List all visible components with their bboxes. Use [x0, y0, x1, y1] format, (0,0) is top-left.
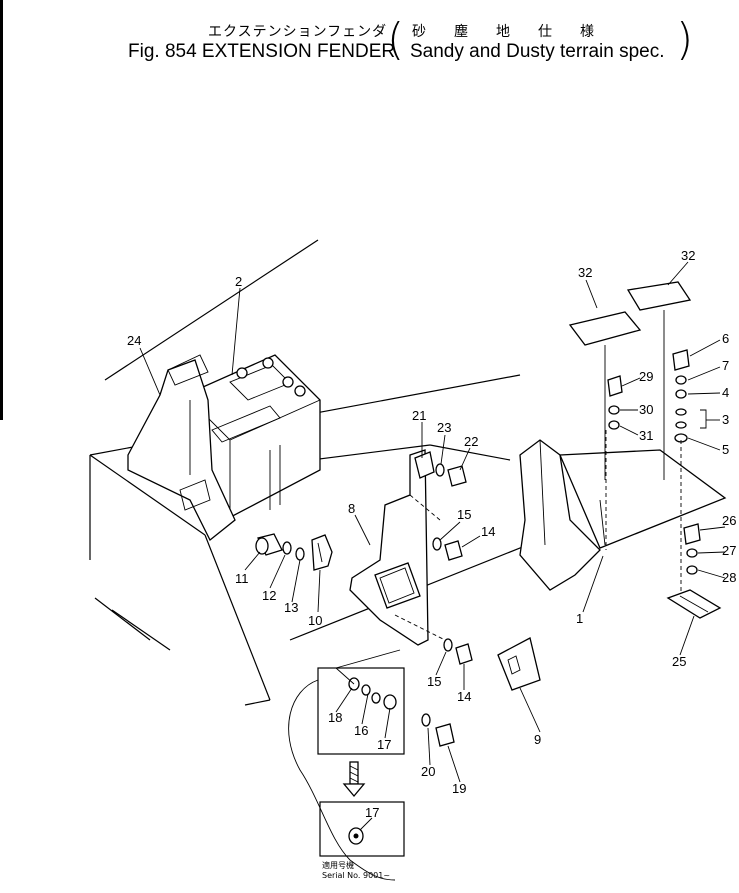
callout-5: 5 — [722, 442, 729, 457]
inset-serial: Serial No. 9001~ — [322, 871, 390, 880]
callout-26: 26 — [722, 513, 736, 528]
left-margin-bar — [0, 0, 3, 420]
callout-11: 11 — [235, 571, 249, 586]
callout-32a: 32 — [578, 265, 592, 280]
callout-14b: 14 — [457, 689, 471, 704]
callout-20: 20 — [421, 764, 435, 779]
title-japanese: エクステンションフェンダ — [208, 24, 388, 40]
callout-28: 28 — [722, 570, 736, 585]
callout-6: 6 — [722, 331, 729, 346]
callout-31: 31 — [639, 428, 653, 443]
bolt-set-14-15-lower — [443, 638, 473, 665]
fender-plate-part-8 — [349, 449, 446, 646]
callout-12: 12 — [262, 588, 276, 603]
callout-7: 7 — [722, 358, 729, 373]
leader-lines — [139, 261, 726, 831]
callout-22: 22 — [464, 434, 478, 449]
callout-32b: 32 — [681, 248, 695, 263]
inset-jp-note: 適用号機 — [322, 860, 354, 870]
callout-15a: 15 — [457, 507, 471, 522]
bracket-part-10 — [311, 534, 333, 571]
callout-4: 4 — [722, 385, 729, 400]
callout-25: 25 — [672, 654, 686, 669]
callout-2: 2 — [235, 274, 242, 289]
bracket-part-25 — [666, 589, 722, 619]
title-paren-close: ) — [676, 14, 694, 65]
bolt-set-29-30-31 — [607, 375, 623, 430]
callout-30: 30 — [639, 402, 653, 417]
callout-23: 23 — [437, 420, 451, 435]
title-spec: Sandy and Dusty terrain spec. — [410, 41, 665, 62]
pad-part-32 — [568, 281, 692, 480]
bolt-set-26-27-28 — [683, 523, 701, 575]
callout-15b: 15 — [427, 674, 441, 689]
callout-17a: 17 — [377, 737, 391, 752]
bracket-part-21 — [414, 451, 467, 487]
title-paren-open: ( — [387, 14, 405, 65]
outline-curve — [288, 679, 396, 881]
callout-24: 24 — [127, 333, 141, 348]
inset-box-upper — [317, 649, 405, 755]
inset-arrow — [342, 761, 366, 798]
inset-box-lower — [319, 801, 405, 857]
callout-8: 8 — [348, 501, 355, 516]
callout-9: 9 — [534, 732, 541, 747]
box-part-2 — [184, 354, 321, 521]
callout-13: 13 — [284, 600, 298, 615]
callout-18: 18 — [328, 710, 342, 725]
callout-27: 27 — [722, 543, 736, 558]
bolt-set-11-12-13 — [255, 533, 305, 561]
callout-3: 3 — [722, 412, 729, 427]
bolt-set-14-15-upper — [432, 537, 463, 561]
callout-16: 16 — [354, 723, 368, 738]
callout-14a: 14 — [481, 524, 495, 539]
callout-1: 1 — [576, 611, 583, 626]
callout-21: 21 — [412, 408, 426, 423]
callout-labels: 32 32 6 7 4 3 5 29 30 31 2 24 21 23 22 1… — [127, 248, 736, 880]
side-frame-part-1 — [519, 430, 727, 591]
title-japanese-spec: 砂塵地仕様 — [412, 24, 622, 40]
title-english: Fig. 854 EXTENSION FENDER — [128, 41, 396, 62]
bolt-set-6-7-4-3-5 — [672, 349, 690, 600]
bolt-set-19-20 — [421, 713, 455, 747]
callout-19: 19 — [452, 781, 466, 796]
callout-10: 10 — [308, 613, 322, 628]
callout-17b: 17 — [365, 805, 379, 820]
cover-plate-part-9 — [497, 637, 541, 691]
fender-part-24 — [127, 354, 236, 542]
callout-29: 29 — [639, 369, 653, 384]
